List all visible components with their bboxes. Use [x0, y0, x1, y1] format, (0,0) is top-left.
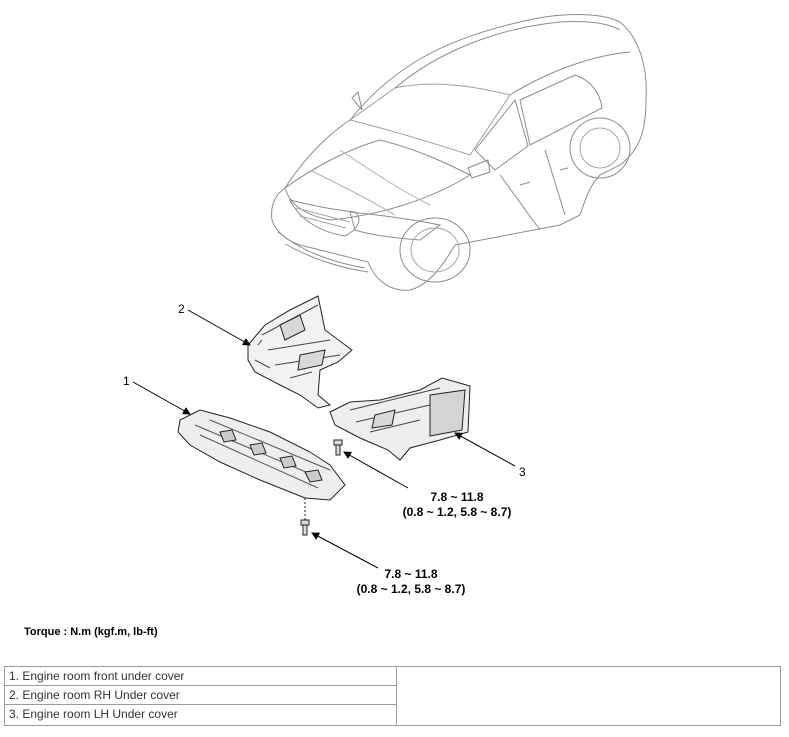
legend-item: 1. Engine room front under cover [5, 667, 396, 686]
legend-item: 2. Engine room RH Under cover [5, 686, 396, 705]
rh-under-cover-part [247, 295, 353, 409]
lh-under-cover-part [329, 377, 471, 461]
callout-1: 1 [123, 374, 130, 388]
front-under-cover-part [177, 409, 346, 501]
legend-column: 1. Engine room front under cover 2. Engi… [5, 667, 397, 725]
leader-line-1 [132, 381, 191, 415]
torque-units-note: Torque : N.m (kgf.m, lb-ft) [24, 626, 158, 638]
leader-line-torque-lower [311, 532, 379, 569]
parts-diagram [132, 14, 647, 569]
torque-spec-value: 7.8 ~ 11.8 [430, 490, 484, 504]
leader-line-torque-upper [343, 451, 409, 489]
legend-item: 3. Engine room LH Under cover [9, 707, 178, 721]
torque-spec-conversion: (0.8 ~ 1.2, 5.8 ~ 8.7) [402, 505, 512, 519]
callout-2: 2 [178, 302, 185, 316]
torque-spec-conversion: (0.8 ~ 1.2, 5.8 ~ 8.7) [356, 582, 466, 596]
car-illustration [271, 14, 647, 291]
torque-spec-upper: 7.8 ~ 11.8 (0.8 ~ 1.2, 5.8 ~ 8.7) [372, 490, 542, 520]
legend-empty-column [397, 667, 780, 725]
parts-legend-table: 1. Engine room front under cover 2. Engi… [4, 666, 781, 726]
leader-line-2 [187, 309, 251, 346]
leader-line-3 [454, 432, 516, 467]
callout-3: 3 [519, 465, 526, 479]
bolt-icon [333, 439, 343, 456]
torque-spec-value: 7.8 ~ 11.8 [384, 567, 438, 581]
torque-spec-lower: 7.8 ~ 11.8 (0.8 ~ 1.2, 5.8 ~ 8.7) [326, 567, 496, 597]
bolt-icon [300, 519, 310, 536]
